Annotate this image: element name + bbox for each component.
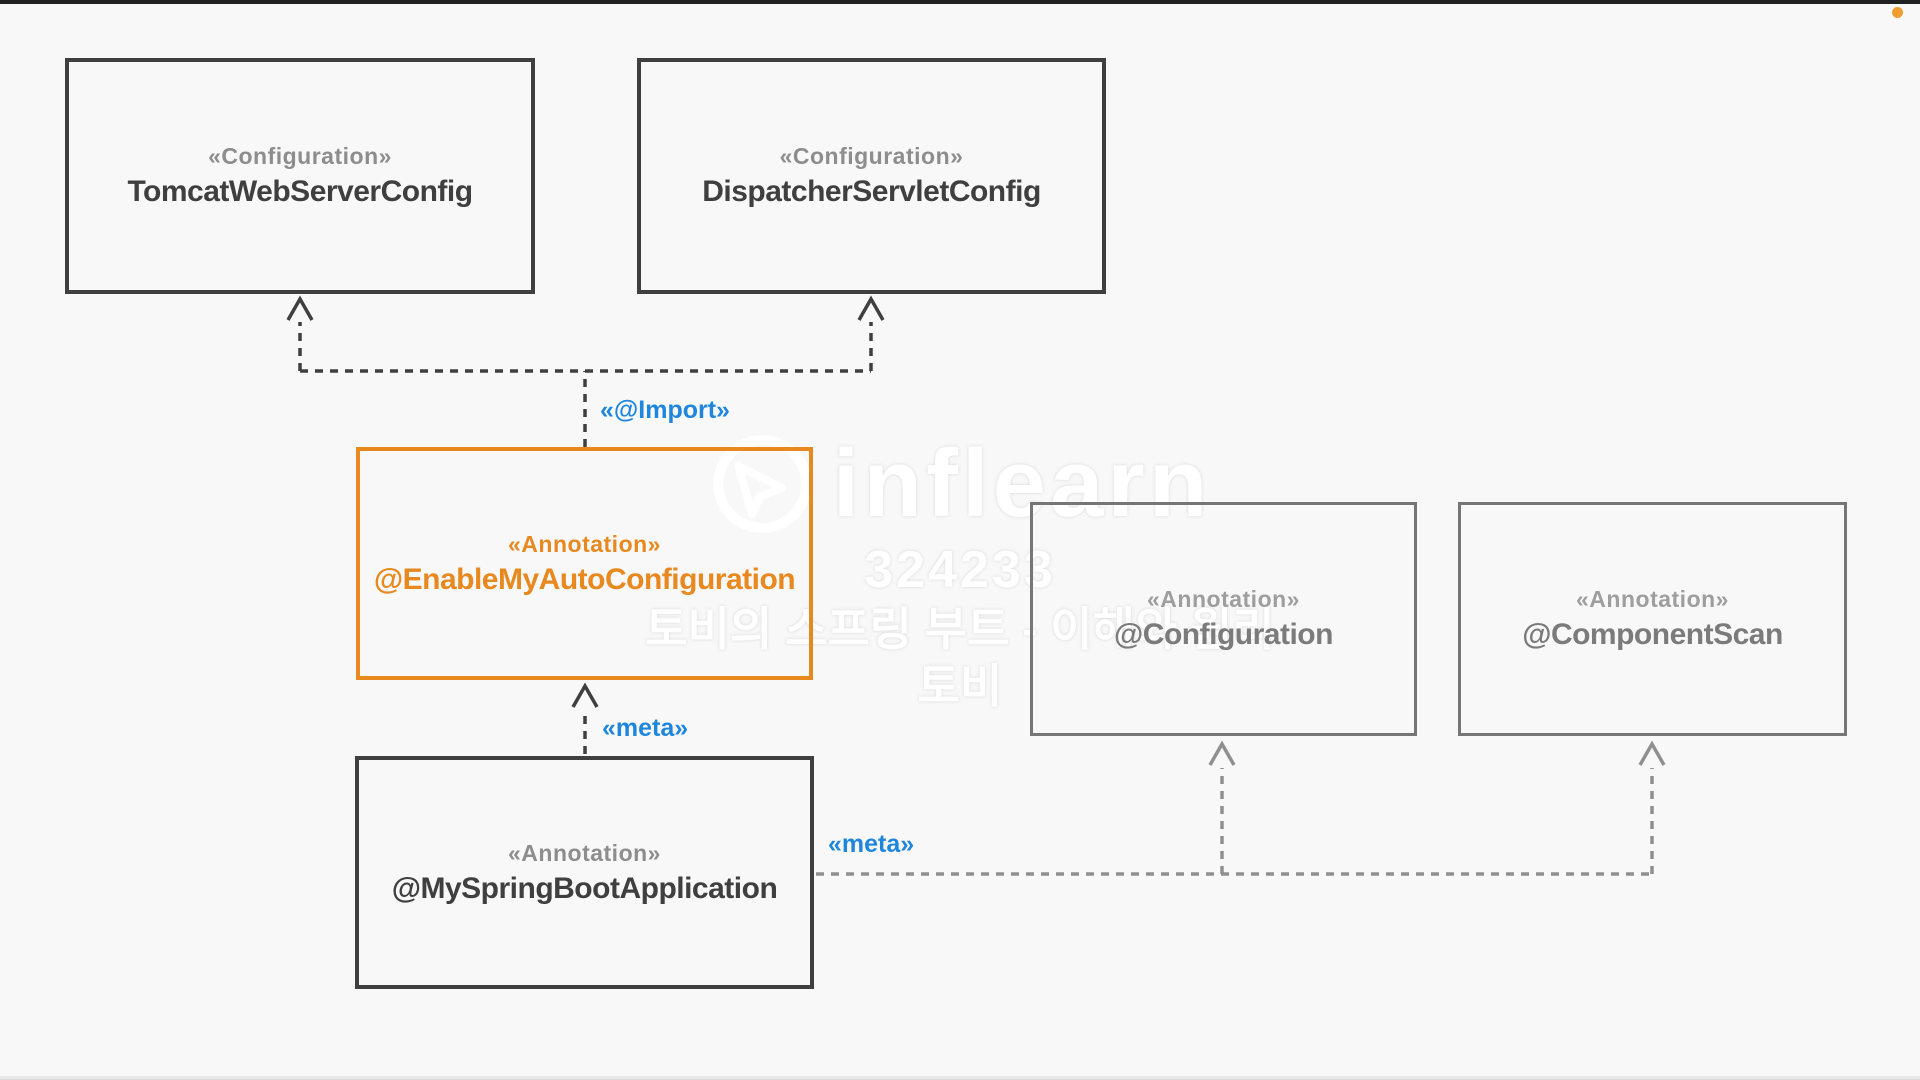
edge-label-meta-right: «meta» xyxy=(828,830,915,858)
arrowhead-to-enable xyxy=(571,682,599,708)
node-name: DispatcherServletConfig xyxy=(702,175,1041,208)
arrowhead-to-configuration xyxy=(1208,740,1236,766)
node-name: @Configuration xyxy=(1114,618,1333,651)
node-my-spring-boot-application: «Annotation» @MySpringBootApplication xyxy=(355,756,814,989)
arrowhead-to-tomcat xyxy=(286,295,314,321)
node-name: TomcatWebServerConfig xyxy=(127,175,473,208)
node-stereotype: «Configuration» xyxy=(208,143,392,169)
node-stereotype: «Annotation» xyxy=(1576,586,1729,612)
node-name: @ComponentScan xyxy=(1522,618,1783,651)
node-enable-my-auto-configuration: «Annotation» @EnableMyAutoConfiguration xyxy=(356,447,813,680)
meta-right-connector-lines xyxy=(816,768,1654,876)
node-component-scan: «Annotation» @ComponentScan xyxy=(1458,502,1847,736)
node-name: @MySpringBootApplication xyxy=(391,871,778,905)
top-edge-bar xyxy=(0,0,1920,4)
bottom-edge-line xyxy=(0,1076,1920,1080)
node-dispatcher-servlet-config: «Configuration» DispatcherServletConfig xyxy=(637,58,1106,294)
watermark-author: 토비 xyxy=(917,660,1003,713)
node-configuration: «Annotation» @Configuration xyxy=(1030,502,1417,736)
edge-label-meta-top: «meta» xyxy=(602,714,689,742)
node-stereotype: «Annotation» xyxy=(1147,586,1300,612)
import-connector-lines xyxy=(298,322,873,447)
watermark-code: 324233 xyxy=(864,541,1056,599)
arrowhead-to-dispatcher xyxy=(857,295,885,321)
arrowhead-to-componentscan xyxy=(1638,740,1666,766)
edge-label-import: «@Import» xyxy=(600,396,730,424)
node-stereotype: «Annotation» xyxy=(508,530,661,557)
record-indicator-dot xyxy=(1892,7,1903,18)
node-stereotype: «Configuration» xyxy=(779,143,964,169)
node-stereotype: «Annotation» xyxy=(508,839,661,866)
node-name: @EnableMyAutoConfiguration xyxy=(373,562,796,596)
node-tomcat-web-server-config: «Configuration» TomcatWebServerConfig xyxy=(65,58,535,294)
